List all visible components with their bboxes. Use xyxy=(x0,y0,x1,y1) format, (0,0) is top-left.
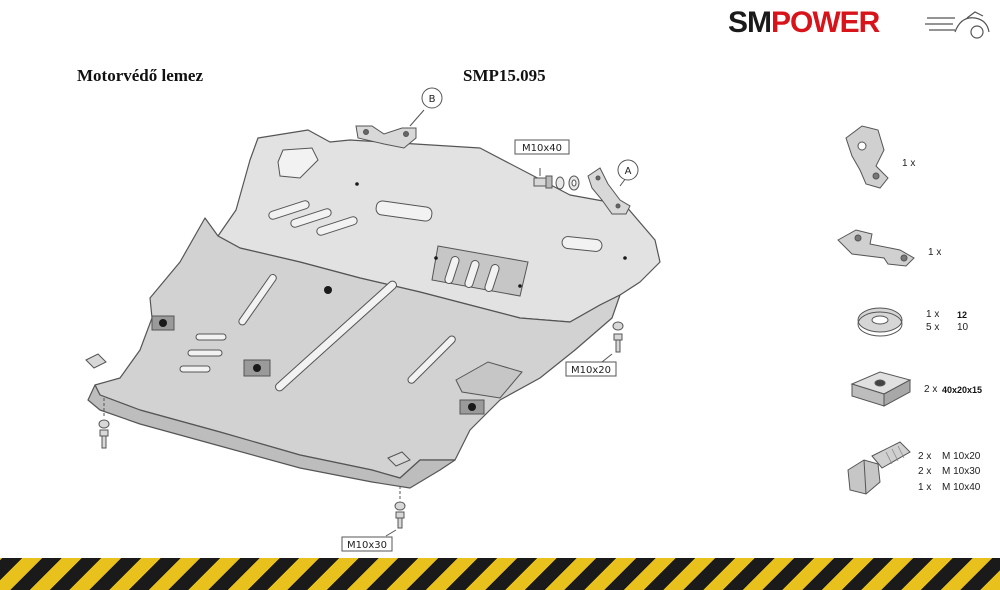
plate-nut-icon xyxy=(850,371,912,407)
bracket-a-assembly xyxy=(514,139,639,215)
left-fasteners xyxy=(85,353,110,449)
washer-size-2: 10 xyxy=(957,322,969,333)
bolt-size-1: M 10x20 xyxy=(942,451,981,462)
motorcycle-icon xyxy=(925,11,990,39)
assembly-diagram: B A M10x40 M10x20 xyxy=(85,87,982,552)
bolt-qty-3: 1 x xyxy=(918,482,931,493)
washer-qty-1: 1 x xyxy=(926,309,939,320)
brand-logo-sm: SM xyxy=(728,6,772,39)
plate-nut-qty: 2 x xyxy=(924,384,937,395)
product-code: SMP15.095 xyxy=(463,66,546,85)
page-title: Motorvédő lemez xyxy=(77,66,204,85)
bolt-icon xyxy=(847,441,911,495)
callout-bolt-top: M10x40 xyxy=(522,143,562,154)
hazard-stripe xyxy=(0,558,1000,590)
bolt-qty-1: 2 x xyxy=(918,451,931,462)
callout-bolt-bottom: M10x30 xyxy=(347,540,387,551)
brand-logo: SMPOWER xyxy=(728,6,880,40)
callout-bolt-right: M10x20 xyxy=(571,365,611,376)
callout-a: A xyxy=(625,166,632,177)
part-bracket-b-icon xyxy=(837,229,915,267)
bolt-qty-2: 2 x xyxy=(918,466,931,477)
bracket-b-assembly xyxy=(355,87,443,149)
washer-qty-2: 5 x xyxy=(926,322,939,333)
bottom-fasteners xyxy=(341,451,411,552)
part-bracket-a-qty: 1 x xyxy=(902,158,915,169)
bolt-size-3: M 10x40 xyxy=(942,482,981,493)
skid-plate xyxy=(87,129,661,489)
plate-nut-size: 40x20x15 xyxy=(942,385,982,395)
washer-icon xyxy=(857,307,903,337)
part-bracket-b-qty: 1 x xyxy=(928,247,941,258)
right-fasteners xyxy=(565,321,624,377)
brand-logo-power: POWER xyxy=(771,6,880,39)
callout-b: B xyxy=(429,94,436,105)
mounting-holes xyxy=(151,182,627,415)
part-bracket-a-icon xyxy=(845,125,889,189)
plate-details xyxy=(179,147,603,399)
bolt-size-2: M 10x30 xyxy=(942,466,981,477)
washer-size-1: 12 xyxy=(957,310,967,320)
